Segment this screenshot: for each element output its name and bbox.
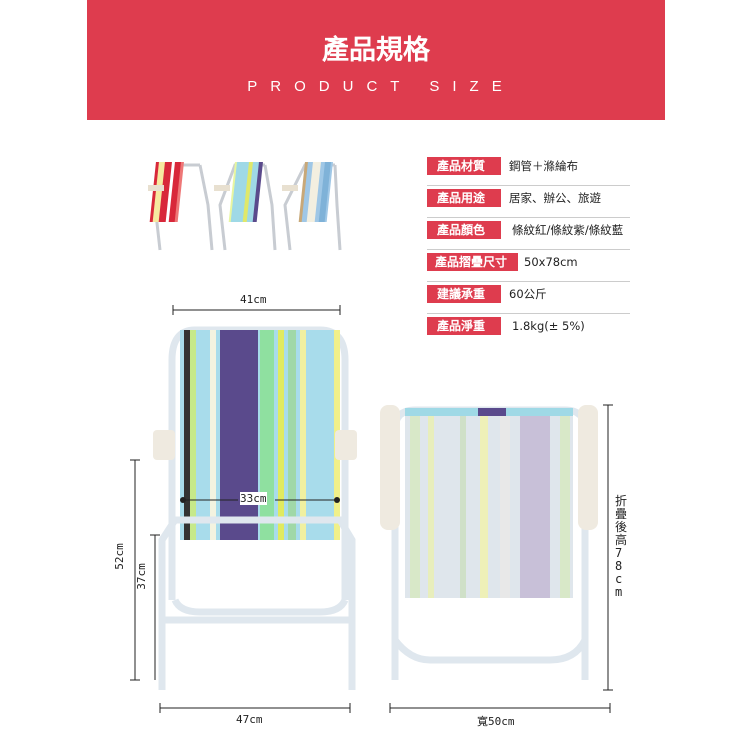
header-banner: 產品規格 PRODUCT SIZE: [87, 0, 665, 120]
seat-width-label: 33cm: [240, 492, 267, 505]
total-height-label: 52cm: [112, 543, 126, 570]
spec-value: 居家、辦公、旅遊: [509, 191, 601, 205]
spec-row-load: 建議承重 60公斤: [427, 281, 630, 314]
spec-row-color: 產品顏色條紋紅/條紋紫/條紋藍: [427, 217, 630, 250]
spec-row-material: 產品材質鋼管＋滌綸布: [427, 153, 630, 186]
spec-label: 建議承重: [427, 285, 501, 303]
spec-row-folded-size: 產品摺疊尺寸 50x78cm: [427, 249, 630, 282]
top-width-label: 41cm: [240, 293, 267, 306]
spec-value: 條紋紅/條紋紫/條紋藍: [512, 223, 624, 237]
small-chair-red: [148, 162, 214, 251]
folded-chair: [380, 405, 598, 680]
spec-value: 1.8kg(± 5%): [512, 319, 585, 333]
page-title: 產品規格: [322, 35, 430, 66]
seat-height-label: 37cm: [134, 563, 148, 590]
folded-height-label: 折疊後高78cm: [615, 494, 628, 599]
folded-width-label: 寬50cm: [477, 715, 515, 728]
base-width-label: 47cm: [236, 713, 263, 726]
spec-row-usage: 產品用途居家、辦公、旅遊: [427, 185, 630, 218]
dimension-lines: [130, 305, 613, 713]
spec-value: 60公斤: [509, 287, 547, 301]
small-chair-blue: [282, 162, 342, 251]
spec-value: 鋼管＋滌綸布: [509, 159, 578, 173]
page-subtitle: PRODUCT SIZE: [247, 78, 515, 95]
small-chair-purple: [214, 162, 277, 251]
front-chair: [153, 326, 357, 690]
spec-label: 產品淨重: [427, 317, 501, 335]
spec-label: 產品摺疊尺寸: [427, 253, 518, 271]
spec-row-weight: 產品淨重 1.8kg(± 5%): [427, 313, 630, 345]
spec-label: 產品材質: [427, 157, 501, 175]
spec-value: 50x78cm: [524, 255, 578, 269]
spec-label: 產品用途: [427, 189, 501, 207]
spec-label: 產品顏色: [427, 221, 501, 239]
